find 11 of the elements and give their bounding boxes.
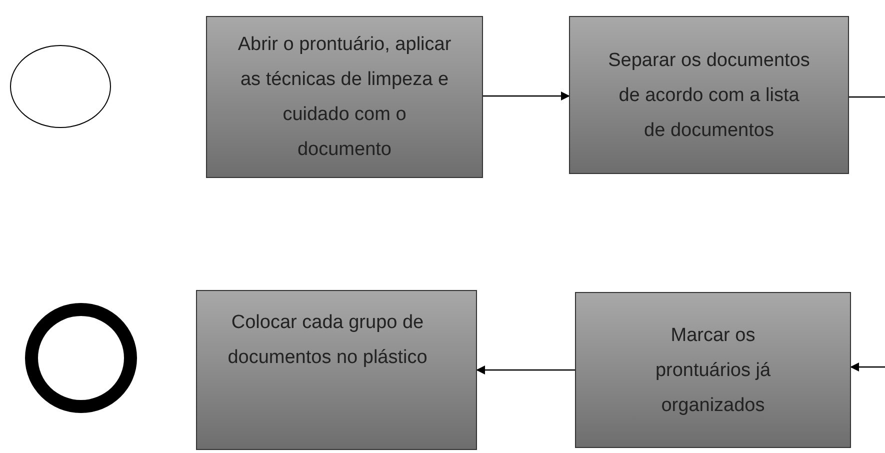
process-box <box>206 16 483 178</box>
process-label: Marcar os prontuários já organizados <box>654 324 772 418</box>
process-label: Separar os documentos de acordo com a lista de documentos <box>607 48 811 142</box>
process-label: Abrir o prontuário, aplicar as técnicas de limpeza e cuidado com o documento <box>237 33 452 162</box>
process-box <box>575 292 851 448</box>
arrow <box>483 92 570 100</box>
arrow <box>850 362 885 372</box>
process-box <box>569 16 849 174</box>
process-box <box>196 290 477 450</box>
arrow <box>476 366 575 374</box>
process-label: Colocar cada grupo de documentos no plástico <box>226 311 428 370</box>
